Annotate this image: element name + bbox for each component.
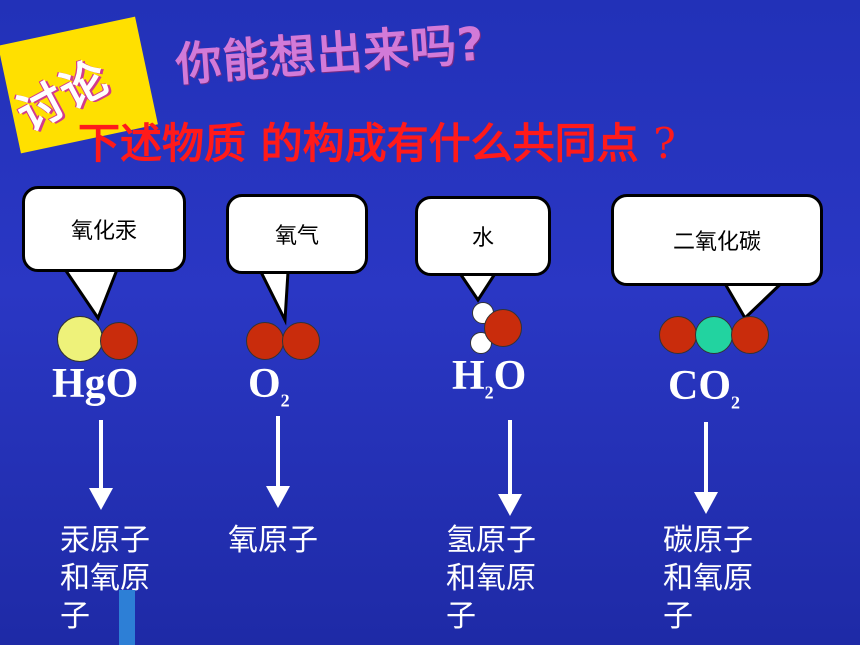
- bubble-carbon-dioxide: 二氧化碳: [611, 194, 823, 286]
- formula-text: H: [452, 353, 485, 399]
- arrow-head: [266, 486, 290, 508]
- formula-text: HgO: [52, 361, 139, 407]
- formula-subscript: 2: [484, 382, 494, 403]
- bubble-label: 氧化汞: [70, 219, 137, 244]
- question-mark: ?: [653, 119, 676, 168]
- formula-text: O: [248, 361, 281, 407]
- tail-cover: [247, 262, 288, 266]
- oxygen-atom: [246, 322, 284, 360]
- oxygen-atom: [282, 322, 320, 360]
- description-mercury-oxide: 汞原子和氧原子: [60, 523, 150, 634]
- formula-text: CO: [668, 363, 731, 409]
- bubble-water: 水: [415, 196, 551, 276]
- oxygen-atom: [100, 322, 138, 360]
- tail-cover: [62, 258, 118, 264]
- oxygen-atom: [731, 316, 769, 354]
- question-main: 下述物质 的构成有什么共同点: [78, 119, 639, 168]
- bubble-label: 氧气: [274, 224, 319, 249]
- description-oxygen: 氧原子: [228, 523, 318, 558]
- formula-subscript: 2: [280, 390, 290, 411]
- description-water: 氢原子和氧原子: [446, 523, 536, 634]
- arrow-down: [276, 416, 280, 488]
- formula-mercury-oxide: HgO: [52, 360, 138, 408]
- arrow-head: [498, 494, 522, 516]
- formula-water: H2O: [452, 352, 526, 403]
- tail-cover: [457, 263, 498, 268]
- formula-subscript: 2: [731, 392, 740, 413]
- bubble-oxygen: 氧气: [226, 194, 368, 274]
- arrow-down: [508, 420, 512, 496]
- formula-oxygen: O2: [248, 360, 290, 411]
- description-carbon-dioxide: 碳原子和氧原子: [663, 523, 753, 634]
- arrow-down: [99, 420, 103, 490]
- tail-cover: [722, 272, 788, 278]
- arrow-head: [694, 492, 718, 514]
- arrow-down: [704, 422, 708, 494]
- bubble-label: 水: [471, 226, 494, 251]
- bubble-mercury-oxide: 氧化汞: [22, 186, 186, 272]
- question-text: 下述物质 的构成有什么共同点 ?: [78, 110, 676, 171]
- formula-text: O: [493, 353, 527, 399]
- bubble-label: 二氧化碳: [672, 230, 761, 255]
- mercury-atom: [57, 316, 103, 362]
- decorative-bar: [119, 590, 135, 645]
- oxygen-atom: [659, 316, 697, 354]
- oxygen-atom: [484, 309, 522, 347]
- carbon-atom: [695, 316, 733, 354]
- arrow-head: [89, 488, 113, 510]
- formula-carbon-dioxide: CO2: [668, 362, 740, 413]
